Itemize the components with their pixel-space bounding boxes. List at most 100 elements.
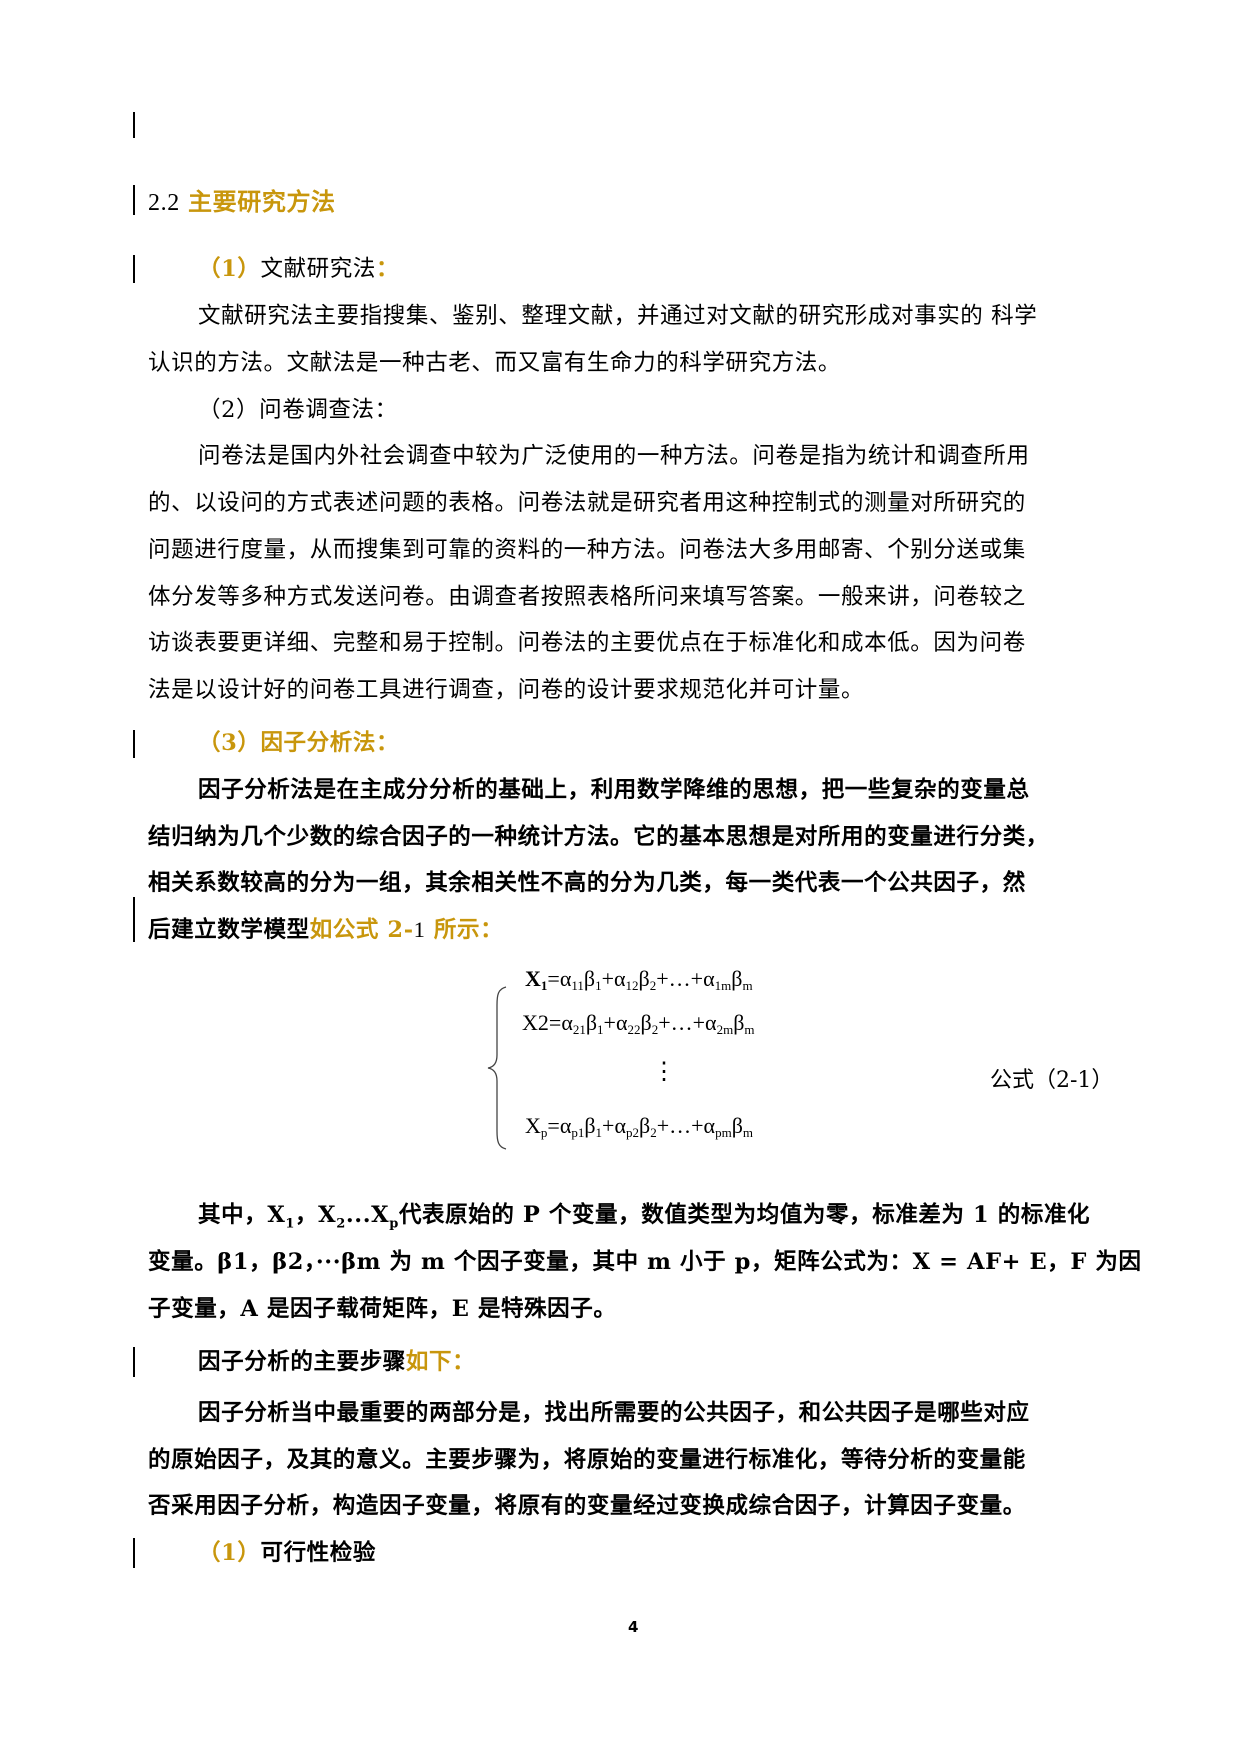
formula-lhs: X2 xyxy=(522,1010,549,1035)
formula-sub: 1 xyxy=(595,978,602,993)
symbol: β xyxy=(731,966,743,991)
paragraph-line: 结归纳为几个少数的综合因子的一种统计方法。它的基本思想是对所用的变量进行分类， xyxy=(148,824,1049,850)
method2-heading: （2）问卷调查法： xyxy=(198,397,398,423)
symbol: α xyxy=(614,1113,626,1138)
symbol: β xyxy=(731,1113,743,1138)
paragraph-line: 体分发等多种方式发送问卷。由调查者按照表格所问来填写答案。一般来讲，问卷较之 xyxy=(148,584,1026,610)
formula-lhs: X xyxy=(525,966,541,991)
subscript: p xyxy=(389,1216,399,1232)
formula-sub: 1 xyxy=(540,978,548,993)
formula-sub: 1 xyxy=(595,1125,603,1140)
text-span: 代表原始的 P 个变量，数值类型为均值为零，标准差为 1 的标准化 xyxy=(398,1202,1091,1228)
symbol: α xyxy=(559,1113,572,1138)
symbol: α xyxy=(703,966,715,991)
paragraph-line: 问卷法是国内外社会调查中较为广泛使用的一种方法。问卷是指为统计和调查所用 xyxy=(198,443,1030,469)
formula-reference-suffix: 所示： xyxy=(425,917,504,943)
text-span: 后建立数学模型 xyxy=(148,917,310,943)
symbol: β xyxy=(733,1010,745,1035)
subscript: 1 xyxy=(285,1216,296,1232)
equation-label: 公式（2-1） xyxy=(990,1068,1114,1093)
formula-sub: p xyxy=(540,1125,548,1140)
symbol: β xyxy=(639,1113,651,1138)
text-span: ， xyxy=(295,1202,319,1228)
formula-sub: p2 xyxy=(626,1125,639,1140)
symbol: β xyxy=(584,1113,596,1138)
steps-heading: 因子分析的主要步骤如下： xyxy=(198,1347,1178,1377)
text-span: （1） xyxy=(198,1540,261,1566)
symbol: + xyxy=(690,966,704,991)
paragraph-line: 变量。β1，β2，···βm 为 m 个因子变量，其中 m 小于 p，矩阵公式为… xyxy=(148,1249,1142,1275)
symbol: … xyxy=(670,1010,693,1035)
symbol: α xyxy=(559,966,572,991)
paragraph-line: 访谈表要更详细、完整和易于控制。问卷法的主要优点在于标准化和成本低。因为问卷 xyxy=(148,630,1026,656)
paragraph-line: 的原始因子，及其的意义。主要步骤为，将原始的变量进行标准化，等待分析的变量能 xyxy=(148,1447,1026,1473)
formula-row-p: Xp=αp1β1+αp2β2+…+αpmβm xyxy=(525,1112,753,1140)
formula-sub: 2 xyxy=(649,978,657,993)
formula-sub: 1 xyxy=(597,1022,604,1037)
symbol: α xyxy=(615,1010,628,1035)
method1-colon: ： xyxy=(375,256,400,282)
symbol: + xyxy=(656,1113,670,1138)
paragraph-line: 其中，X1，X2...Xp代表原始的 P 个变量，数值类型为均值为零，标准差为 … xyxy=(198,1200,1178,1240)
symbol: + xyxy=(656,966,669,991)
symbol: + xyxy=(692,1010,706,1035)
paragraph-line: 相关系数较高的分为一组，其余相关性不高的分为几类，每一类代表一个公共因子，然 xyxy=(148,870,1026,896)
symbol: α xyxy=(705,1010,717,1035)
section-heading: 2.2 主要研究方法 xyxy=(148,187,1128,218)
formula-sub: p1 xyxy=(571,1125,585,1140)
formula-sub: pm xyxy=(715,1125,732,1140)
formula-sub: 11 xyxy=(571,978,584,993)
symbol: β xyxy=(640,1010,652,1035)
formula-eq: = xyxy=(547,1113,560,1138)
formula-eq: = xyxy=(547,966,560,991)
formula-sub: m xyxy=(744,1022,755,1037)
symbol: α xyxy=(703,1113,716,1138)
method3-heading: （3）因子分析法： xyxy=(198,730,400,756)
symbol: β xyxy=(638,966,650,991)
change-bar xyxy=(133,1538,135,1568)
symbol: + xyxy=(658,1010,671,1035)
change-bar xyxy=(133,1347,135,1377)
formula-lhs: X xyxy=(525,1113,541,1138)
paragraph-line: 认识的方法。文献法是一种古老、而又富有生命力的科学研究方法。 xyxy=(148,350,842,376)
symbol: α xyxy=(561,1010,573,1035)
change-bar xyxy=(133,112,135,138)
symbol: … xyxy=(668,966,691,991)
formula-sub: m xyxy=(742,978,753,993)
symbol: + xyxy=(691,1113,704,1138)
subscript: 2 xyxy=(336,1216,346,1232)
paragraph-line: 否采用因子分析，构造因子变量，将原有的变量经过变换成综合因子，计算因子变量。 xyxy=(148,1493,1026,1519)
symbol: β xyxy=(585,1010,598,1035)
paragraph-line: 法是以设计好的问卷工具进行调查，问卷的设计要求规范化并可计量。 xyxy=(148,677,865,703)
formula-sub: 2 xyxy=(650,1125,657,1140)
formula-reference-num: 1 xyxy=(413,917,426,942)
formula-row-2: X2=α21β1+α22β2+…+α2mβm xyxy=(522,1009,755,1037)
symbol: + xyxy=(601,966,614,991)
method1-number: （1） xyxy=(198,256,261,282)
formula-sub: 12 xyxy=(625,978,639,993)
paragraph-line: 问题进行度量，从而搜集到可靠的资料的一种方法。问卷法大多用邮寄、个别分送或集 xyxy=(148,537,1026,563)
formula-sub: 2 xyxy=(651,1022,659,1037)
method1-title: 文献研究法 xyxy=(260,256,376,282)
section-title: 主要研究方法 xyxy=(188,188,336,216)
text-span: 因子分析的主要步骤 xyxy=(198,1349,406,1375)
symbol: … xyxy=(669,1113,692,1138)
paragraph-line: 的、以设问的方式表述问题的表格。问卷法就是研究者用这种控制式的测量对所研究的 xyxy=(148,490,1026,516)
formula-reference: 如公式 2- xyxy=(309,917,414,943)
left-brace-icon xyxy=(487,986,507,1150)
paragraph-line: 子变量，A 是因子载荷矩阵，E 是特殊因子。 xyxy=(148,1296,617,1322)
formula-sub: 1m xyxy=(714,978,732,993)
symbol: β xyxy=(583,966,596,991)
text-span: 其中， xyxy=(198,1202,268,1228)
symbol: X xyxy=(318,1202,337,1228)
change-bar xyxy=(133,185,135,215)
change-bar xyxy=(133,255,135,283)
formula-vdots: ⋮ xyxy=(652,1059,676,1085)
formula-sub: 21 xyxy=(572,1022,586,1037)
paragraph-line: 后建立数学模型如公式 2-1 所示： xyxy=(148,915,1128,945)
paragraph-line: 文献研究法主要指搜集、鉴别、整理文献，并通过对文献的研究形成对事实的 科学 xyxy=(198,303,1038,329)
change-bar xyxy=(133,897,135,942)
text-span: 如下： xyxy=(405,1349,476,1375)
change-bar xyxy=(133,730,135,758)
